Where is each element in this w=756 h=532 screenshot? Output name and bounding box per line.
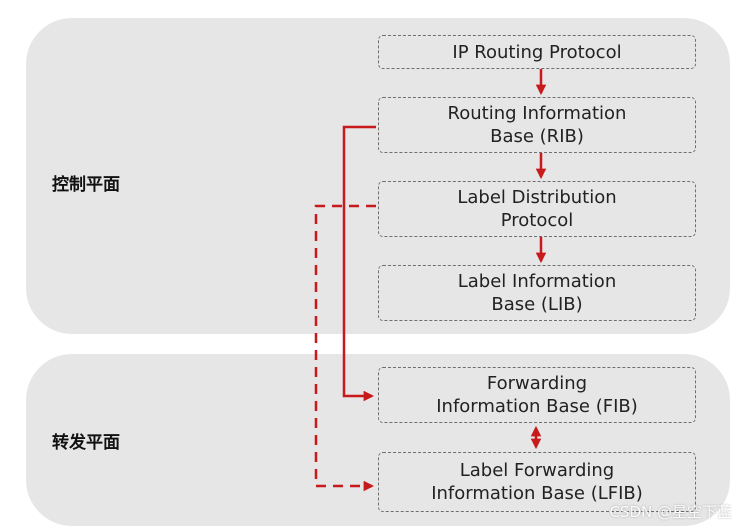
lib-box: Label Information Base (LIB) xyxy=(378,265,696,321)
ldp-box: Label Distribution Protocol xyxy=(378,181,696,237)
control-plane-label: 控制平面 xyxy=(52,175,120,195)
forwarding-plane-label: 转发平面 xyxy=(52,433,120,453)
rib-box: Routing Information Base (RIB) xyxy=(378,97,696,153)
ldp-to-lfib-arrow xyxy=(314,204,376,492)
lfib-box: Label Forwarding Information Base (LFIB) xyxy=(378,452,696,512)
fib-box: Forwarding Information Base (FIB) xyxy=(378,367,696,423)
rib-to-fib-arrow xyxy=(342,125,376,402)
watermark-text: CSDN @星空下蓝 xyxy=(609,503,732,521)
ip-routing-protocol-box: IP Routing Protocol xyxy=(378,35,696,69)
